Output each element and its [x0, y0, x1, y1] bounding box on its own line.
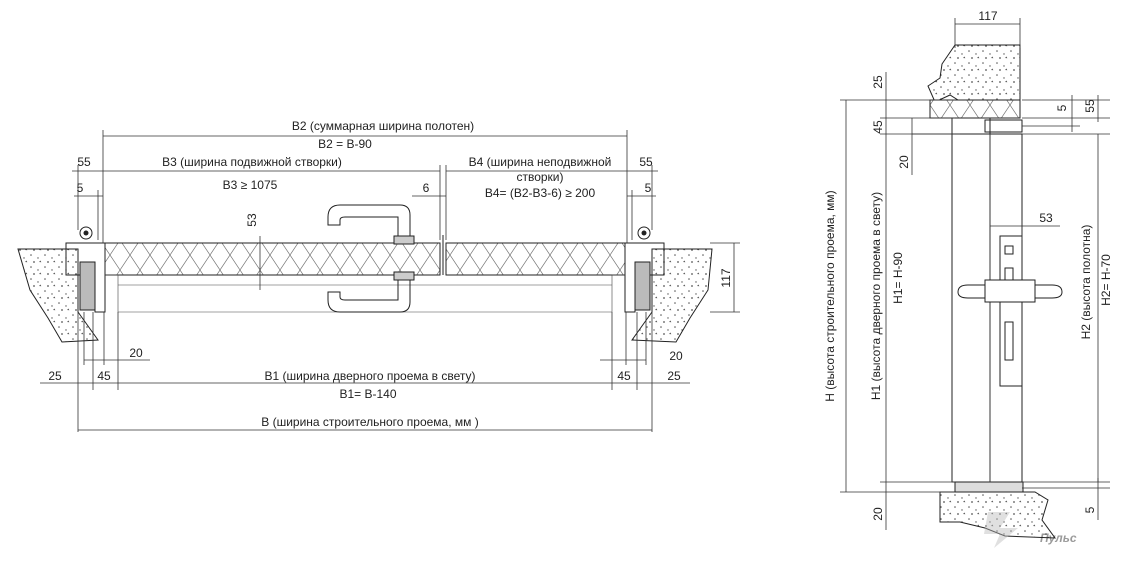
h2-title: H2 (высота полотна)	[1079, 225, 1093, 340]
dim-b: B (ширина строительного проема, мм )	[78, 415, 652, 431]
h1-formula: H1= H-90	[891, 252, 905, 304]
sec-dim-5-top: 5	[1055, 104, 1069, 111]
dim-5-left: 5	[77, 181, 84, 195]
sec-dim-55: 55	[1083, 99, 1097, 113]
top-wall	[927, 44, 1021, 103]
dim-b2: B2 (суммарная ширина полотен) B2 = B-90	[102, 119, 628, 243]
door-handle	[327, 204, 415, 313]
dim-53: 53	[245, 213, 259, 227]
movable-leaf	[104, 242, 441, 276]
dim-b4: B4 (ширина неподвижной створки) B4= (B2-…	[445, 155, 627, 240]
sec-dim-5-bottom: 5	[1083, 506, 1097, 513]
dim-h2: H2 (высота полотна) H2= H-70	[1022, 133, 1113, 483]
b4-title-2: створки)	[516, 170, 563, 184]
dim-20-right: 20	[669, 349, 683, 363]
dim-25-left: 25	[48, 369, 62, 383]
sec-dim-117: 117	[978, 9, 997, 23]
dim-h1: H1 (высота дверного проема в свету) H1= …	[869, 134, 905, 482]
section-view: 117 25 45 20 5 55 53 H (высота строитель…	[823, 9, 1113, 539]
b4-formula: B4= (B2-B3-6) ≥ 200	[485, 186, 596, 200]
logo-text: Пульс	[1040, 531, 1077, 545]
dim-55-right: 55	[639, 155, 653, 169]
fixed-leaf	[445, 242, 626, 276]
sec-dim-20-bottom: 20	[871, 507, 885, 521]
dim-5-right: 5	[645, 181, 652, 195]
sec-dim-45: 45	[871, 120, 885, 134]
dim-25-right: 25	[667, 369, 681, 383]
dim-b3: B3 (ширина подвижной створки) B3 ≥ 1075	[103, 155, 441, 240]
b3-formula: B3 ≥ 1075	[223, 178, 278, 192]
h1-title: H1 (высота дверного проема в свету)	[869, 192, 883, 400]
b2-title: B2 (суммарная ширина полотен)	[292, 119, 474, 133]
sec-dim-20-top: 20	[897, 155, 911, 169]
bottom-wall	[939, 491, 1057, 539]
dim-45-right: 45	[617, 369, 631, 383]
plan-view: B2 (суммарная ширина полотен) B2 = B-90 …	[17, 119, 740, 432]
dim-55-left: 55	[77, 155, 91, 169]
left-frame	[65, 226, 106, 313]
b4-title-1: B4 (ширина неподвижной	[469, 155, 612, 169]
dim-h: H (высота строительного проема, мм)	[823, 100, 847, 492]
b3-title: B3 (ширина подвижной створки)	[162, 155, 342, 169]
b1-formula: B1= B-140	[339, 387, 396, 401]
h2-formula: H2= H-70	[1099, 254, 1113, 306]
dim-6: 6	[423, 181, 430, 195]
sec-dim-25: 25	[871, 75, 885, 89]
leaf-section	[951, 133, 991, 483]
h-title: H (высота строительного проема, мм)	[823, 190, 837, 401]
lock-handle	[957, 235, 1063, 387]
sec-dim-53: 53	[1039, 211, 1053, 225]
b1-title: B1 (ширина дверного проема в свету)	[265, 369, 476, 383]
dim-45-left: 45	[97, 369, 111, 383]
b-title: B (ширина строительного проема, мм )	[261, 415, 478, 429]
dim-b1: 25 45 45 25 B1 (ширина дверного проема в…	[40, 312, 690, 432]
dim-20-left: 20	[129, 346, 143, 360]
logo-watermark: Пульс	[984, 512, 1077, 548]
b2-formula: B2 = B-90	[318, 137, 372, 151]
dim-117-plan: 117	[719, 268, 733, 287]
